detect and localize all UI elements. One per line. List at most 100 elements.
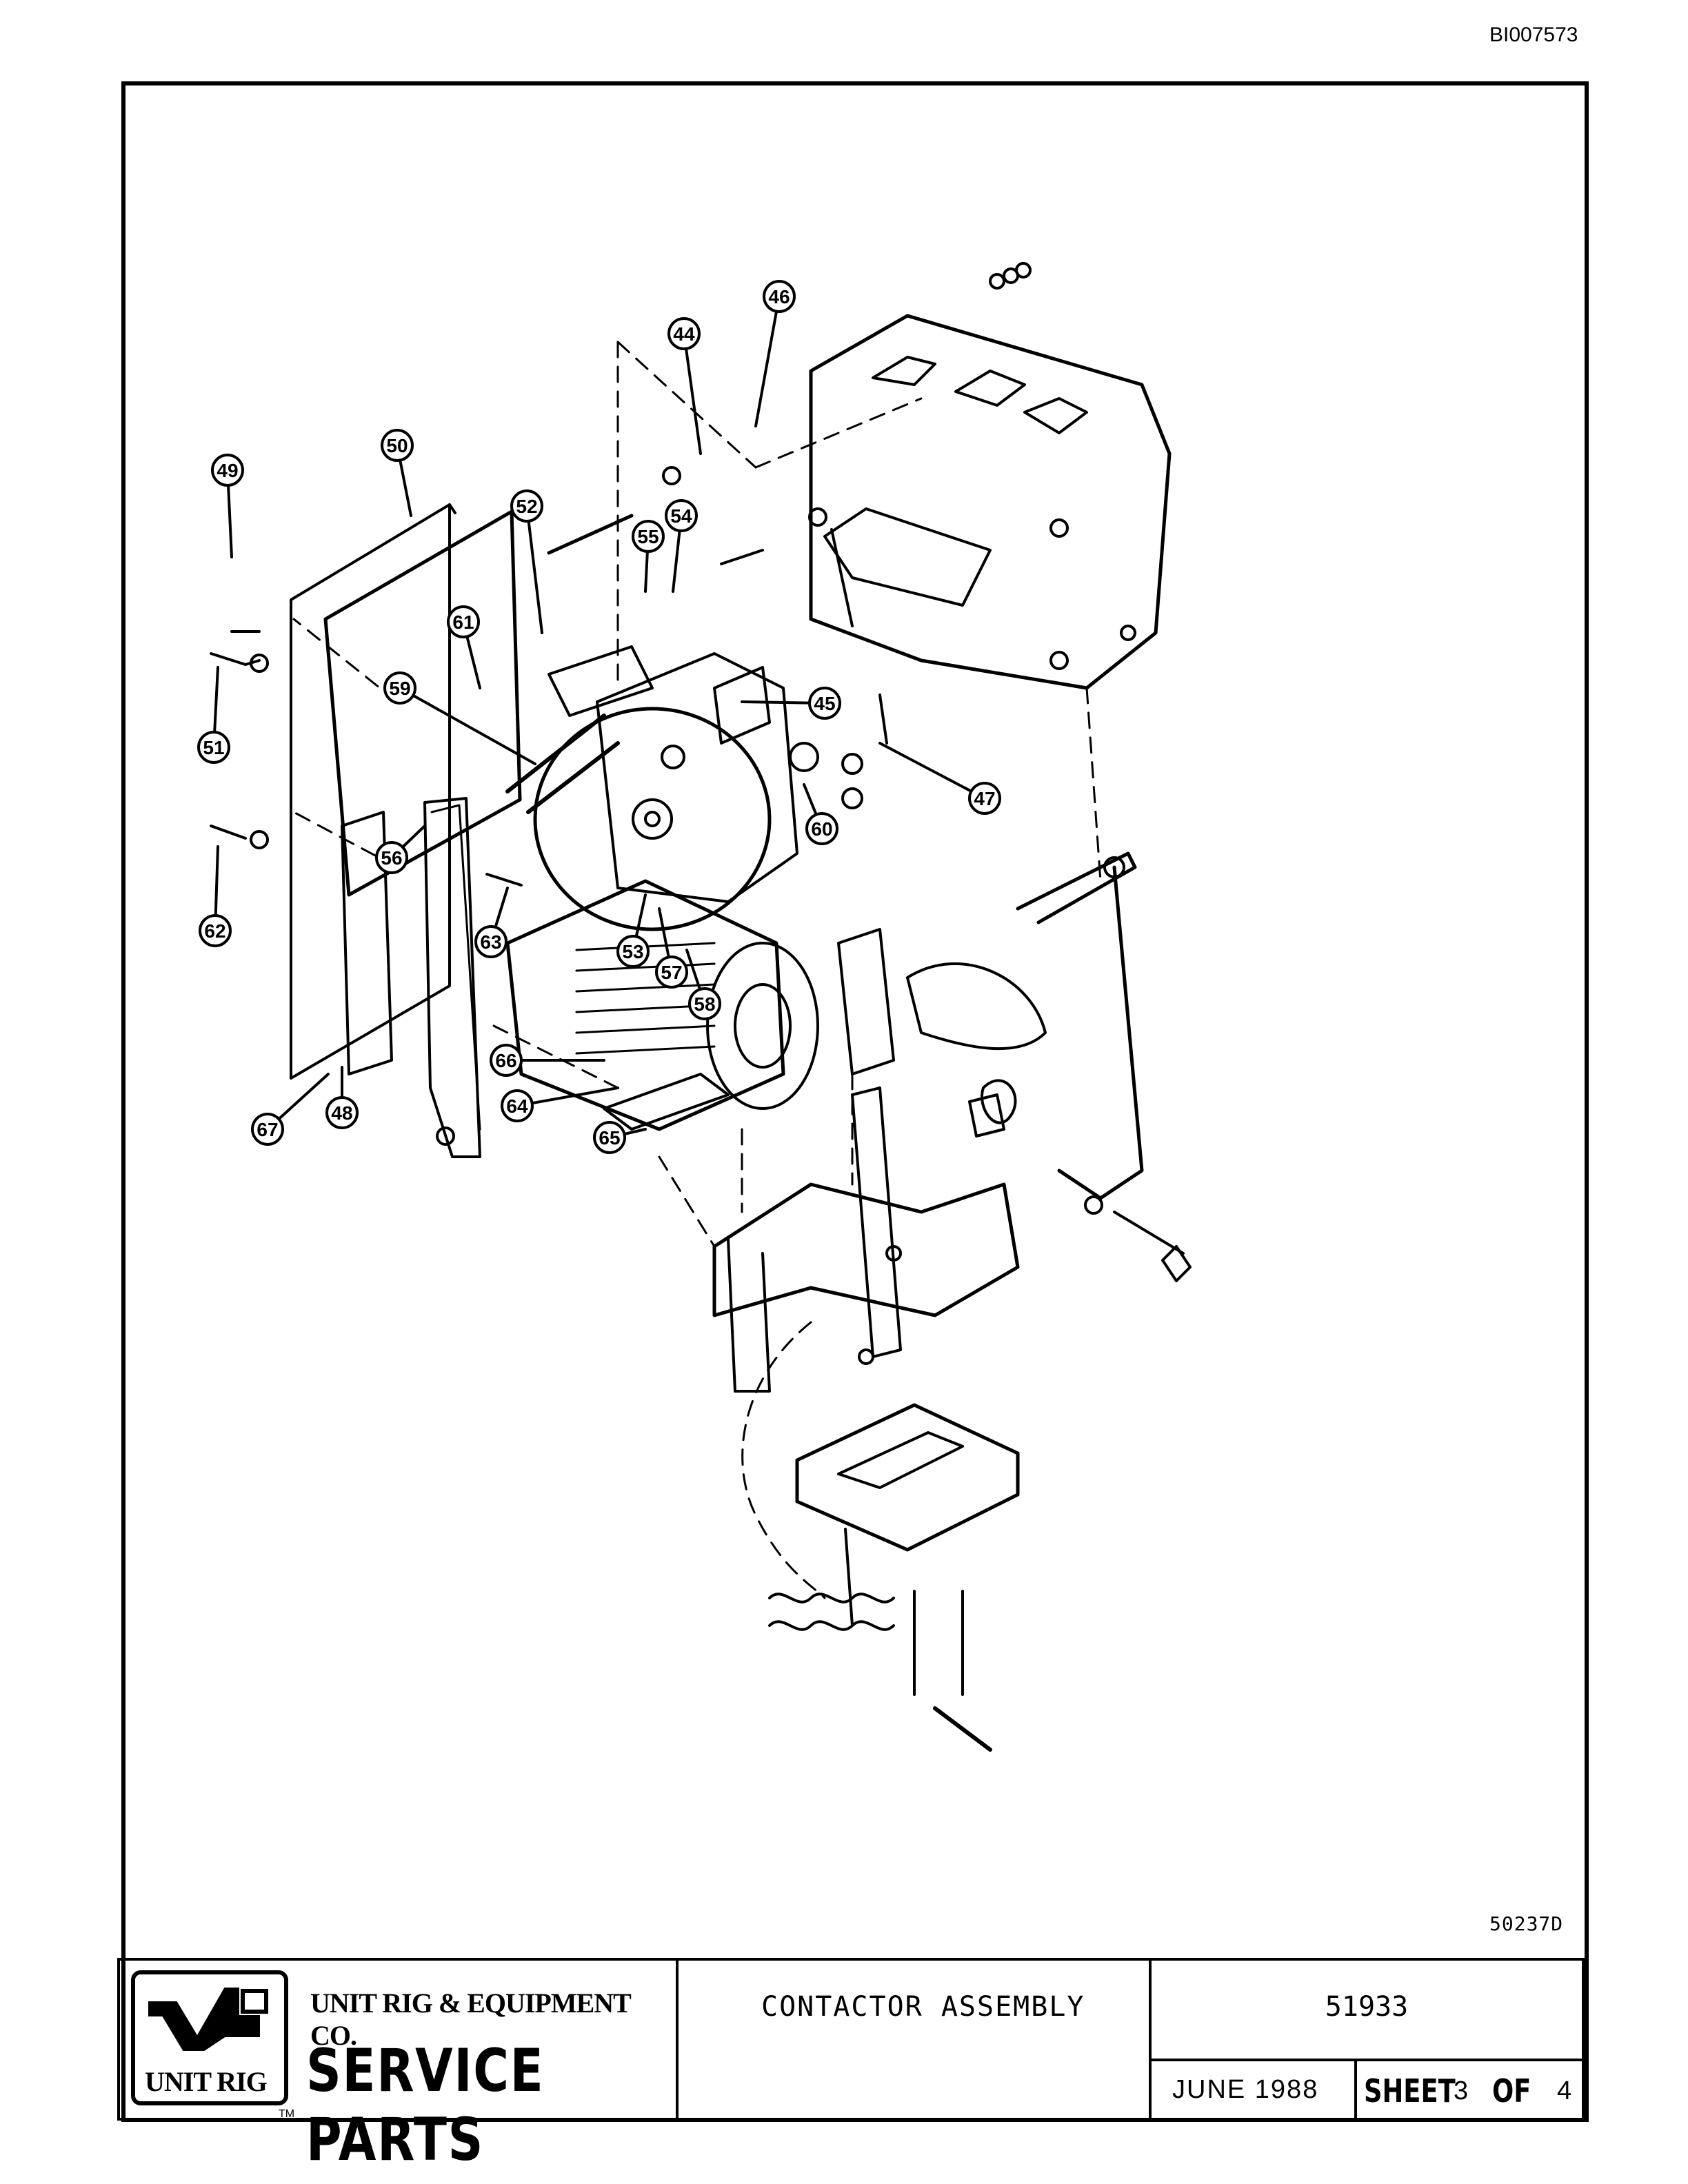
part-number-cell: 51933 [1149, 1958, 1585, 2061]
lower-bracket [341, 797, 481, 1158]
callout-balloon [211, 454, 244, 487]
callout-number: 54 [670, 505, 692, 527]
callout-number: 44 [673, 323, 695, 345]
callout-67: 67 [251, 1073, 330, 1146]
title-block: UNIT RIG TM UNIT RIG & EQUIPMENT CO. SER… [117, 1958, 1585, 2174]
callout-number: 65 [599, 1127, 620, 1149]
callout-balloon [808, 687, 841, 720]
company-name: UNIT RIG & EQUIPMENT CO. [310, 1988, 631, 2051]
callout-62: 62 [199, 845, 232, 947]
callout-63: 63 [474, 887, 509, 958]
callout-balloon [325, 1096, 359, 1129]
callout-number: 49 [217, 460, 238, 481]
callout-balloon [251, 1113, 284, 1146]
callout-number: 59 [389, 678, 410, 699]
callout-balloon [381, 429, 414, 462]
leader-line [399, 687, 536, 765]
drawing-title: CONTACTOR ASSEMBLY [761, 1991, 1085, 2023]
assembly-lines [292, 341, 1102, 1599]
callout-65: 65 [593, 1121, 647, 1154]
callout-balloon [383, 671, 416, 705]
logo-text: UNIT RIG [145, 2066, 268, 2097]
callout-50: 50 [381, 429, 414, 517]
callout-54: 54 [665, 499, 698, 593]
document-id: BI007573 [1489, 23, 1578, 46]
callout-number: 61 [452, 611, 474, 633]
callout-number: 57 [661, 962, 682, 983]
callout-balloon [501, 1089, 534, 1122]
leader-line [525, 505, 543, 634]
date-cell: JUNE 1988 [1149, 2059, 1357, 2121]
callout-51: 51 [197, 666, 230, 764]
callout-49: 49 [211, 454, 244, 558]
callout-55: 55 [632, 520, 665, 593]
callout-balloon [447, 605, 480, 638]
callout-number: 53 [622, 941, 643, 962]
spring-hardware [768, 1195, 1192, 1752]
callout-59: 59 [383, 671, 536, 765]
logo-cell: UNIT RIG TM UNIT RIG & EQUIPMENT CO. SER… [117, 1958, 679, 2174]
logo-mark [148, 1988, 268, 2051]
callout-balloon [968, 782, 1001, 815]
callout-44: 44 [667, 317, 702, 455]
callout-balloon [199, 914, 232, 947]
leader-line [878, 742, 986, 800]
magnet-assembly [505, 645, 819, 931]
title-cell: CONTACTOR ASSEMBLY [676, 1958, 1152, 2121]
callout-number: 48 [331, 1102, 352, 1124]
callout-64: 64 [501, 1086, 619, 1122]
callout-number: 46 [768, 286, 790, 307]
drawing-date: JUNE 1988 [1172, 2075, 1319, 2104]
callout-52: 52 [510, 489, 543, 634]
arc-chute-housing [808, 262, 1172, 690]
callout-66: 66 [490, 1044, 605, 1077]
callout-balloon [665, 499, 698, 532]
callout-45: 45 [741, 687, 841, 720]
callout-number: 51 [203, 737, 224, 758]
callout-number: 58 [694, 993, 715, 1015]
drawing-code: 50237D [1489, 1912, 1564, 1935]
trademark: TM [279, 2108, 295, 2120]
callout-number: 63 [480, 931, 501, 953]
leader-line [683, 332, 702, 455]
callout-47: 47 [878, 742, 1001, 815]
callout-balloon [474, 925, 508, 958]
mounting-plate [290, 503, 522, 1080]
callout-number: 60 [811, 818, 832, 840]
callout-number: 52 [516, 496, 537, 517]
callout-number: 62 [204, 920, 225, 942]
callout-58: 58 [685, 949, 721, 1020]
part-number: 51933 [1325, 1991, 1409, 2023]
callout-number: 56 [381, 847, 402, 869]
coil-cylinder [505, 879, 819, 1131]
callout-56: 56 [375, 825, 426, 874]
unit-rig-logo-icon: UNIT RIG [131, 1970, 288, 2105]
callout-46: 46 [754, 280, 796, 427]
callout-balloon [805, 812, 838, 845]
callout-group: 44 45 46 47 48 49 50 51 52 53 54 55 56 57 58 59 60 61 62 63… [197, 280, 1001, 1154]
callout-53: 53 [616, 893, 650, 968]
callout-number: 50 [386, 435, 408, 456]
callout-balloon [763, 280, 796, 313]
contact-arm [837, 851, 1144, 1200]
sheet-total: 4 [1557, 2076, 1572, 2105]
callout-number: 55 [637, 526, 659, 547]
of-label: OF [1492, 2072, 1531, 2110]
exploded-parts-drawing: 44 45 46 47 48 49 50 51 52 53 54 55 56 57 58 59 60 61 62 63… [197, 262, 1192, 1752]
callout-48: 48 [325, 1066, 359, 1129]
callout-balloon [655, 956, 688, 989]
callout-number: 47 [974, 788, 995, 809]
callout-balloon [688, 987, 721, 1020]
callout-balloon [510, 489, 543, 523]
callout-number: 66 [495, 1050, 516, 1071]
callout-balloon [632, 520, 665, 553]
callout-balloon [616, 935, 650, 968]
base-bracket [712, 1086, 1020, 1552]
sheet-cell: SHEET 3 OF 4 [1354, 2059, 1585, 2121]
callout-balloon [667, 317, 701, 350]
callout-number: 67 [257, 1119, 278, 1140]
leader-line [516, 1086, 619, 1107]
callout-number: 45 [814, 693, 835, 714]
callout-balloon [375, 841, 408, 874]
left-hardware [210, 466, 888, 887]
